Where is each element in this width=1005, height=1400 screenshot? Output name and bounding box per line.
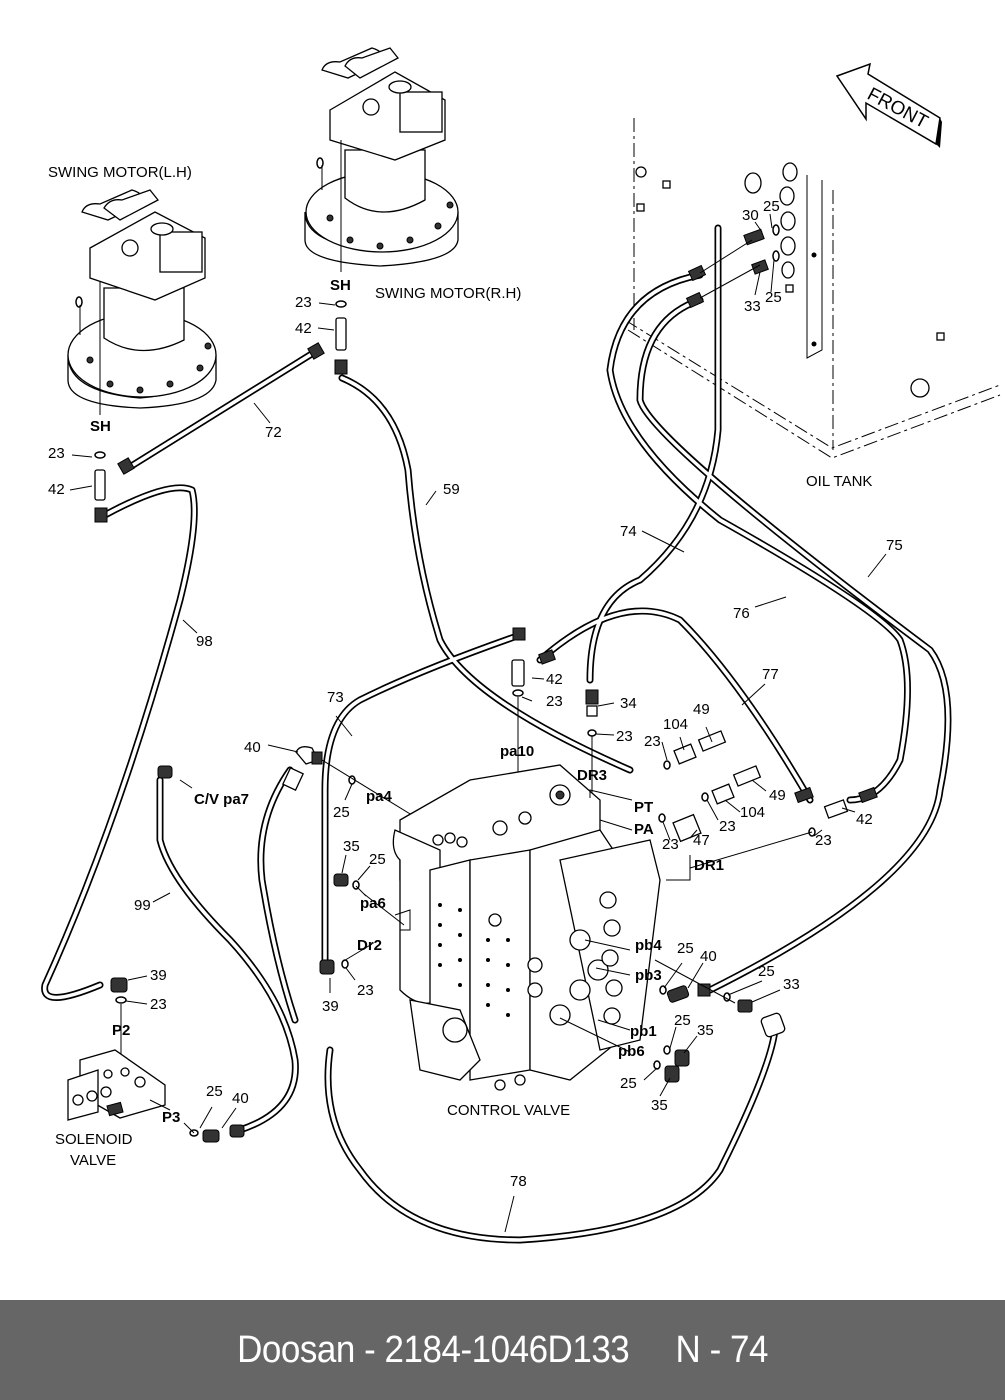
callout-77: 77 [762, 666, 779, 683]
callout-35: 35 [697, 1022, 714, 1039]
callout-40: 40 [232, 1090, 249, 1107]
port-cv-pa7: C/V pa7 [194, 791, 249, 808]
callout-59: 59 [443, 481, 460, 498]
callout-25: 25 [765, 289, 782, 306]
callout-40: 40 [700, 948, 717, 965]
port-pt: PT [634, 799, 653, 816]
callout-42: 42 [546, 671, 563, 688]
callout-25: 25 [620, 1075, 637, 1092]
solenoid-valve-label-1: SOLENOID [55, 1131, 133, 1148]
callout-33: 33 [744, 298, 761, 315]
footer-bar: Doosan - 2184-1046D133 N - 74 [0, 1300, 1005, 1400]
callout-23: 23 [662, 836, 679, 853]
callout-25: 25 [674, 1012, 691, 1029]
port-pb4: pb4 [635, 937, 662, 954]
callout-104: 104 [663, 716, 688, 733]
callout-23: 23 [357, 982, 374, 999]
callout-23: 23 [719, 818, 736, 835]
front-arrow-icon: FRONT [835, 62, 942, 148]
callout-23: 23 [295, 294, 312, 311]
port-pa: PA [634, 821, 654, 838]
oil-tank-label: OIL TANK [806, 473, 872, 490]
callout-42: 42 [856, 811, 873, 828]
callout-98: 98 [196, 633, 213, 650]
callout-49: 49 [693, 701, 710, 718]
callout-34: 34 [620, 695, 637, 712]
callout-104: 104 [740, 804, 765, 821]
callout-25: 25 [333, 804, 350, 821]
callout-23: 23 [546, 693, 563, 710]
callout-25: 25 [206, 1083, 223, 1100]
solenoid-valve: SOLENOID VALVE [55, 1049, 171, 1169]
callout-23: 23 [150, 996, 167, 1013]
port-dr3: DR3 [577, 767, 607, 784]
callout-25: 25 [677, 940, 694, 957]
callout-23: 23 [815, 832, 832, 849]
callout-33: 33 [783, 976, 800, 993]
callout-leaders [69, 213, 887, 1233]
port-p2: P2 [112, 1022, 130, 1039]
callout-72: 72 [265, 424, 282, 441]
port-pa4: pa4 [366, 788, 393, 805]
footer-part-reference: Doosan - 2184-1046D133 N - 74 [237, 1328, 768, 1371]
hoses-inner [42, 226, 950, 1242]
port-pb3: pb3 [635, 967, 662, 984]
callout-47: 47 [693, 832, 710, 849]
callout-73: 73 [327, 689, 344, 706]
port-dr1: DR1 [694, 857, 724, 874]
callout-25: 25 [758, 963, 775, 980]
callout-76: 76 [733, 605, 750, 622]
callout-23: 23 [616, 728, 633, 745]
solenoid-valve-label-2: VALVE [70, 1152, 116, 1169]
callout-25: 25 [369, 851, 386, 868]
port-sh-rh: SH [330, 277, 351, 294]
callout-39: 39 [150, 967, 167, 984]
port-sh-lh: SH [90, 418, 111, 435]
oil-tank: OIL TANK [624, 118, 1001, 490]
port-pa6: pa6 [360, 895, 386, 912]
port-pa10: pa10 [500, 743, 534, 760]
callout-39: 39 [322, 998, 339, 1015]
callout-30: 30 [742, 207, 759, 224]
swing-motor-rh-label: SWING MOTOR(R.H) [375, 285, 521, 302]
port-labels: pa10 pa4 pa6 Dr2 DR3 PT PA DR1 C/V pa7 p… [112, 743, 724, 1126]
swing-motor-rh: SH SWING MOTOR(R.H) [304, 47, 521, 302]
port-pb1: pb1 [630, 1023, 657, 1040]
callout-42: 42 [295, 320, 312, 337]
callout-75: 75 [886, 537, 903, 554]
callout-74: 74 [620, 523, 637, 540]
control-valve: CONTROL VALVE [392, 764, 661, 1119]
swing-motor-lh-label: SWING MOTOR(L.H) [48, 164, 192, 181]
callout-49: 49 [769, 787, 786, 804]
callout-25: 25 [763, 198, 780, 215]
callout-35: 35 [651, 1097, 668, 1114]
callout-42: 42 [48, 481, 65, 498]
port-p3: P3 [162, 1109, 180, 1126]
port-dr2: Dr2 [357, 937, 382, 954]
callout-23: 23 [48, 445, 65, 462]
callout-99: 99 [134, 897, 151, 914]
port-pb6: pb6 [618, 1043, 645, 1060]
hydraulic-piping-diagram: OIL TANK FRONT SH SWING MOTOR(R.H) [41, 47, 1001, 1244]
swing-motor-lh: SWING MOTOR(L.H) SH [48, 164, 217, 435]
callout-numbers: 23 42 23 42 72 59 98 30 25 33 25 74 75 7… [48, 198, 903, 1190]
callout-23: 23 [644, 733, 661, 750]
callout-35: 35 [343, 838, 360, 855]
fittings [94, 224, 878, 1143]
control-valve-label: CONTROL VALVE [447, 1102, 570, 1119]
callout-40: 40 [244, 739, 261, 756]
callout-78: 78 [510, 1173, 527, 1190]
